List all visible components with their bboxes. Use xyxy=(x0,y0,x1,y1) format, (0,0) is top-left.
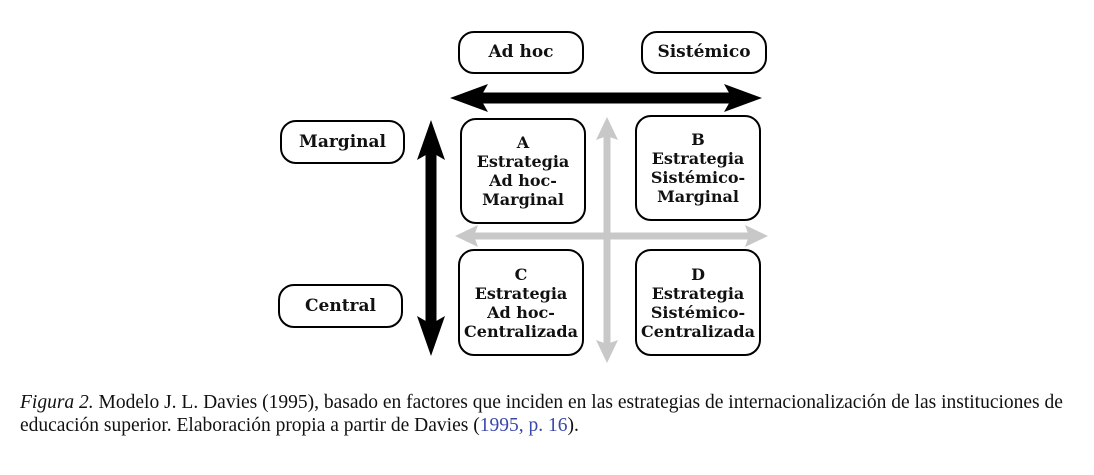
quadrant-line: Sistémico- xyxy=(650,302,746,322)
caption-label: Figura 2. xyxy=(20,392,94,413)
quadrant-line: Estrategia xyxy=(474,283,568,303)
figure-caption: Figura 2. Modelo J. L. Davies (1995), ba… xyxy=(20,391,1090,437)
quadrant-letter: B xyxy=(691,130,705,149)
quadrant-a: A Estrategia Ad hoc- Marginal xyxy=(460,118,586,224)
quadrant-line: Estrategia xyxy=(651,283,745,303)
quadrant-line: Marginal xyxy=(657,187,739,206)
quadrant-line: Estrategia xyxy=(651,149,745,168)
black-horizontal-arrow xyxy=(450,84,762,112)
quadrant-line: Marginal xyxy=(482,190,564,209)
label-marginal: Marginal xyxy=(280,120,405,164)
label-central: Central xyxy=(278,284,403,328)
quadrant-c: C Estrategia Ad hoc- Centralizada xyxy=(458,249,584,356)
quadrant-b: B Estrategia Sistémico- Marginal xyxy=(635,115,761,221)
gray-horizontal-arrow xyxy=(455,225,768,247)
quadrant-line: Estrategia xyxy=(476,152,570,171)
quadrant-d: D Estrategia Sistémico- Centralizada xyxy=(635,249,761,356)
quadrant-line: Centralizada xyxy=(464,321,578,341)
caption-end: ). xyxy=(567,415,579,436)
quadrant-letter: A xyxy=(516,133,530,152)
label-ad-hoc: Ad hoc xyxy=(458,31,584,74)
quadrant-line: Centralizada xyxy=(641,321,755,341)
quadrant-line: Sistémico- xyxy=(650,168,746,187)
gray-vertical-arrow xyxy=(596,117,618,363)
quadrant-letter: C xyxy=(514,264,528,284)
quadrant-line: Ad hoc- xyxy=(487,302,555,322)
quadrant-line: Ad hoc- xyxy=(489,171,557,190)
quadrant-letter: D xyxy=(691,264,705,284)
caption-text: Modelo J. L. Davies (1995), basado en fa… xyxy=(20,392,1063,436)
citation-link[interactable]: 1995, p. 16 xyxy=(479,415,568,436)
black-vertical-arrow xyxy=(417,120,445,356)
label-sistemico: Sistémico xyxy=(641,31,767,74)
